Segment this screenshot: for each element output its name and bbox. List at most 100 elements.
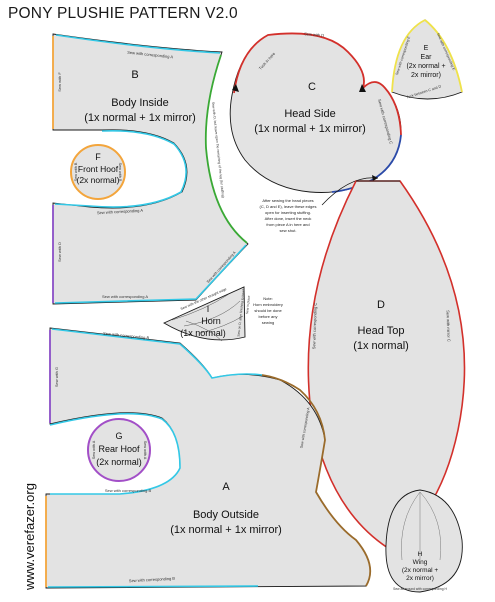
piece-g-qty: (2x normal)	[96, 457, 142, 467]
horn-note-line-0: Note:	[263, 296, 273, 301]
piece-i-line-4	[185, 320, 223, 342]
edge-label-f-right: Sew with B	[118, 163, 122, 182]
piece-i-letter: I	[207, 304, 210, 314]
piece-d-letter: D	[377, 299, 385, 311]
piece-b-edge-right	[204, 54, 248, 244]
piece-e-qty2: 2x mirror)	[411, 72, 441, 79]
edge-label-b-lower-left: Sew with D	[57, 242, 62, 262]
piece-h-line-3	[419, 491, 441, 561]
piece-h-name: Wing	[413, 559, 428, 566]
piece-c-tuck-arrow	[232, 84, 239, 92]
piece-c-tuck-arrow2	[359, 84, 366, 92]
piece-g-rear-hoof: G Rear Hoof (2x normal) Sew with A Sew w…	[87, 418, 151, 482]
edge-label-g-right: Sew with A	[143, 441, 147, 460]
piece-b-edge-mid	[54, 129, 187, 208]
piece-g-name: Rear Hoof	[98, 444, 140, 454]
piece-h-qty1: (2x normal +	[402, 567, 439, 574]
edge-label-c-top: Sew with D	[304, 31, 324, 38]
piece-h-qty2: 2x mirror)	[406, 575, 434, 582]
piece-i-line-3	[199, 315, 244, 334]
piece-i-line-1	[171, 293, 230, 321]
piece-a-letter: A	[222, 481, 230, 493]
horn-note-line-4: sewing	[262, 320, 274, 325]
edge-label-h-bottom: Sew all around with corresponding H	[393, 587, 447, 591]
piece-f-front-hoof: F Front Hoof (2x normal) Sew with B Sew …	[70, 144, 126, 200]
horn-note: Note: Horn embroidery should be done bef…	[253, 296, 283, 325]
piece-a-edge-mid	[49, 412, 181, 495]
piece-g-letter: G	[115, 431, 122, 441]
piece-i-shape	[163, 286, 246, 341]
piece-f-name: Front Hoof	[78, 164, 119, 174]
edge-label-f-left: Sew with B	[74, 162, 78, 181]
piece-c-edge-bottom	[331, 134, 402, 193]
head-note-line-3: After done, insert the neck	[265, 216, 312, 221]
piece-i-name: Horn	[201, 316, 221, 326]
piece-e-edge-left	[391, 19, 426, 93]
piece-g-shape	[87, 418, 151, 482]
piece-f-letter: F	[95, 152, 101, 162]
head-note-line-1: (C, D and E), leave these edges	[260, 204, 317, 209]
edge-label-a-top: Sew with corresponding B	[103, 331, 150, 341]
piece-e-letter: E	[424, 45, 429, 52]
edge-label-d-right: Sew with mirror C	[445, 310, 451, 342]
piece-a-body-outside: A Body Outside (1x normal + 1x mirror) S…	[45, 327, 372, 589]
piece-e-edge-right	[424, 19, 463, 93]
edge-label-b-mid: Sew with corresponding A	[97, 208, 144, 215]
piece-b-body-inside: B Body Inside (1x normal + 1x mirror) Se…	[52, 33, 249, 305]
piece-e-qty1: (2x normal +	[406, 63, 445, 70]
piece-d-shape	[307, 180, 466, 549]
piece-i-qty: (1x normal)	[180, 328, 226, 338]
edge-label-a-mid: Sew with corresponding B	[105, 488, 152, 493]
edge-label-a-right: Sew with corresponding A	[299, 407, 310, 449]
piece-e-ear: E Ear (2x normal + 2x mirror) Sew with c…	[391, 19, 463, 100]
edge-label-b-top: Sew with corresponding A	[127, 50, 174, 60]
head-note-line-5: sew shut.	[280, 228, 297, 233]
horn-note-line-1: Horn embroidery	[253, 302, 283, 307]
head-note-arrowhead	[372, 175, 378, 181]
piece-b-name: Body Inside	[111, 97, 168, 109]
piece-b-qty: (1x normal + 1x mirror)	[84, 112, 196, 124]
piece-a-edge-right	[261, 374, 372, 587]
piece-c-letter: C	[308, 81, 316, 93]
horn-note-line-2: should be done	[254, 308, 282, 313]
edge-label-b-right: Sew with D, but leave open the remaining…	[211, 102, 225, 198]
piece-f-qty: (2x normal)	[77, 175, 120, 185]
watermark-url: www.verefazer.org	[22, 483, 37, 590]
piece-b-edge-top	[55, 34, 221, 54]
piece-d-qty: (1x normal)	[353, 340, 409, 352]
edge-label-d-left: Sew with corresponding C	[311, 303, 318, 350]
piece-f-shape	[70, 144, 126, 200]
piece-h-shape	[385, 489, 463, 593]
horn-note-line-3: before any	[259, 314, 278, 319]
piece-a-name: Body Outside	[193, 509, 259, 521]
head-note-line-2: open for inserting stuffing.	[265, 210, 311, 215]
piece-h-letter: H	[418, 551, 423, 558]
piece-b-edge-bottom	[54, 244, 247, 304]
piece-a-edge-top	[51, 328, 263, 379]
edge-label-a-left: Sew with G	[54, 367, 59, 387]
edge-label-i-right: Sew on D, after finishing to head	[237, 289, 246, 337]
edge-label-i-right2: Sew in place	[245, 295, 251, 314]
head-note-line-0: After sewing the head pieces	[262, 198, 313, 203]
piece-e-name: Ear	[421, 54, 433, 61]
edge-label-a-bottom: Sew with corresponding B	[129, 576, 176, 583]
piece-h-line-1	[401, 491, 421, 561]
piece-h-wing: H Wing (2x normal + 2x mirror) Sew all a…	[385, 489, 463, 593]
piece-c-name: Head Side	[284, 108, 335, 120]
piece-b-letter: B	[131, 69, 138, 81]
page-title: PONY PLUSHIE PATTERN V2.0	[8, 5, 238, 22]
head-note-line-4: from piece A in here and	[266, 222, 309, 227]
edge-label-b-left: Sew with F	[57, 72, 62, 92]
head-note: After sewing the head pieces (C, D and E…	[260, 175, 379, 233]
piece-i-line-2	[183, 300, 241, 327]
piece-c-edge-right	[362, 81, 402, 136]
piece-a-edge-bottom	[47, 585, 259, 588]
piece-a-qty: (1x normal + 1x mirror)	[170, 524, 282, 536]
piece-c-head-side: C Head Side (1x normal + 1x mirror) Sew …	[229, 31, 402, 193]
piece-c-qty: (1x normal + 1x mirror)	[254, 123, 366, 135]
edge-label-g-left: Sew with A	[92, 440, 96, 459]
piece-c-edge-top	[233, 32, 365, 94]
edge-label-b-bottom: Sew with corresponding A	[102, 294, 148, 299]
piece-d-head-top: D Head Top (1x normal) Sew with correspo…	[307, 180, 466, 549]
